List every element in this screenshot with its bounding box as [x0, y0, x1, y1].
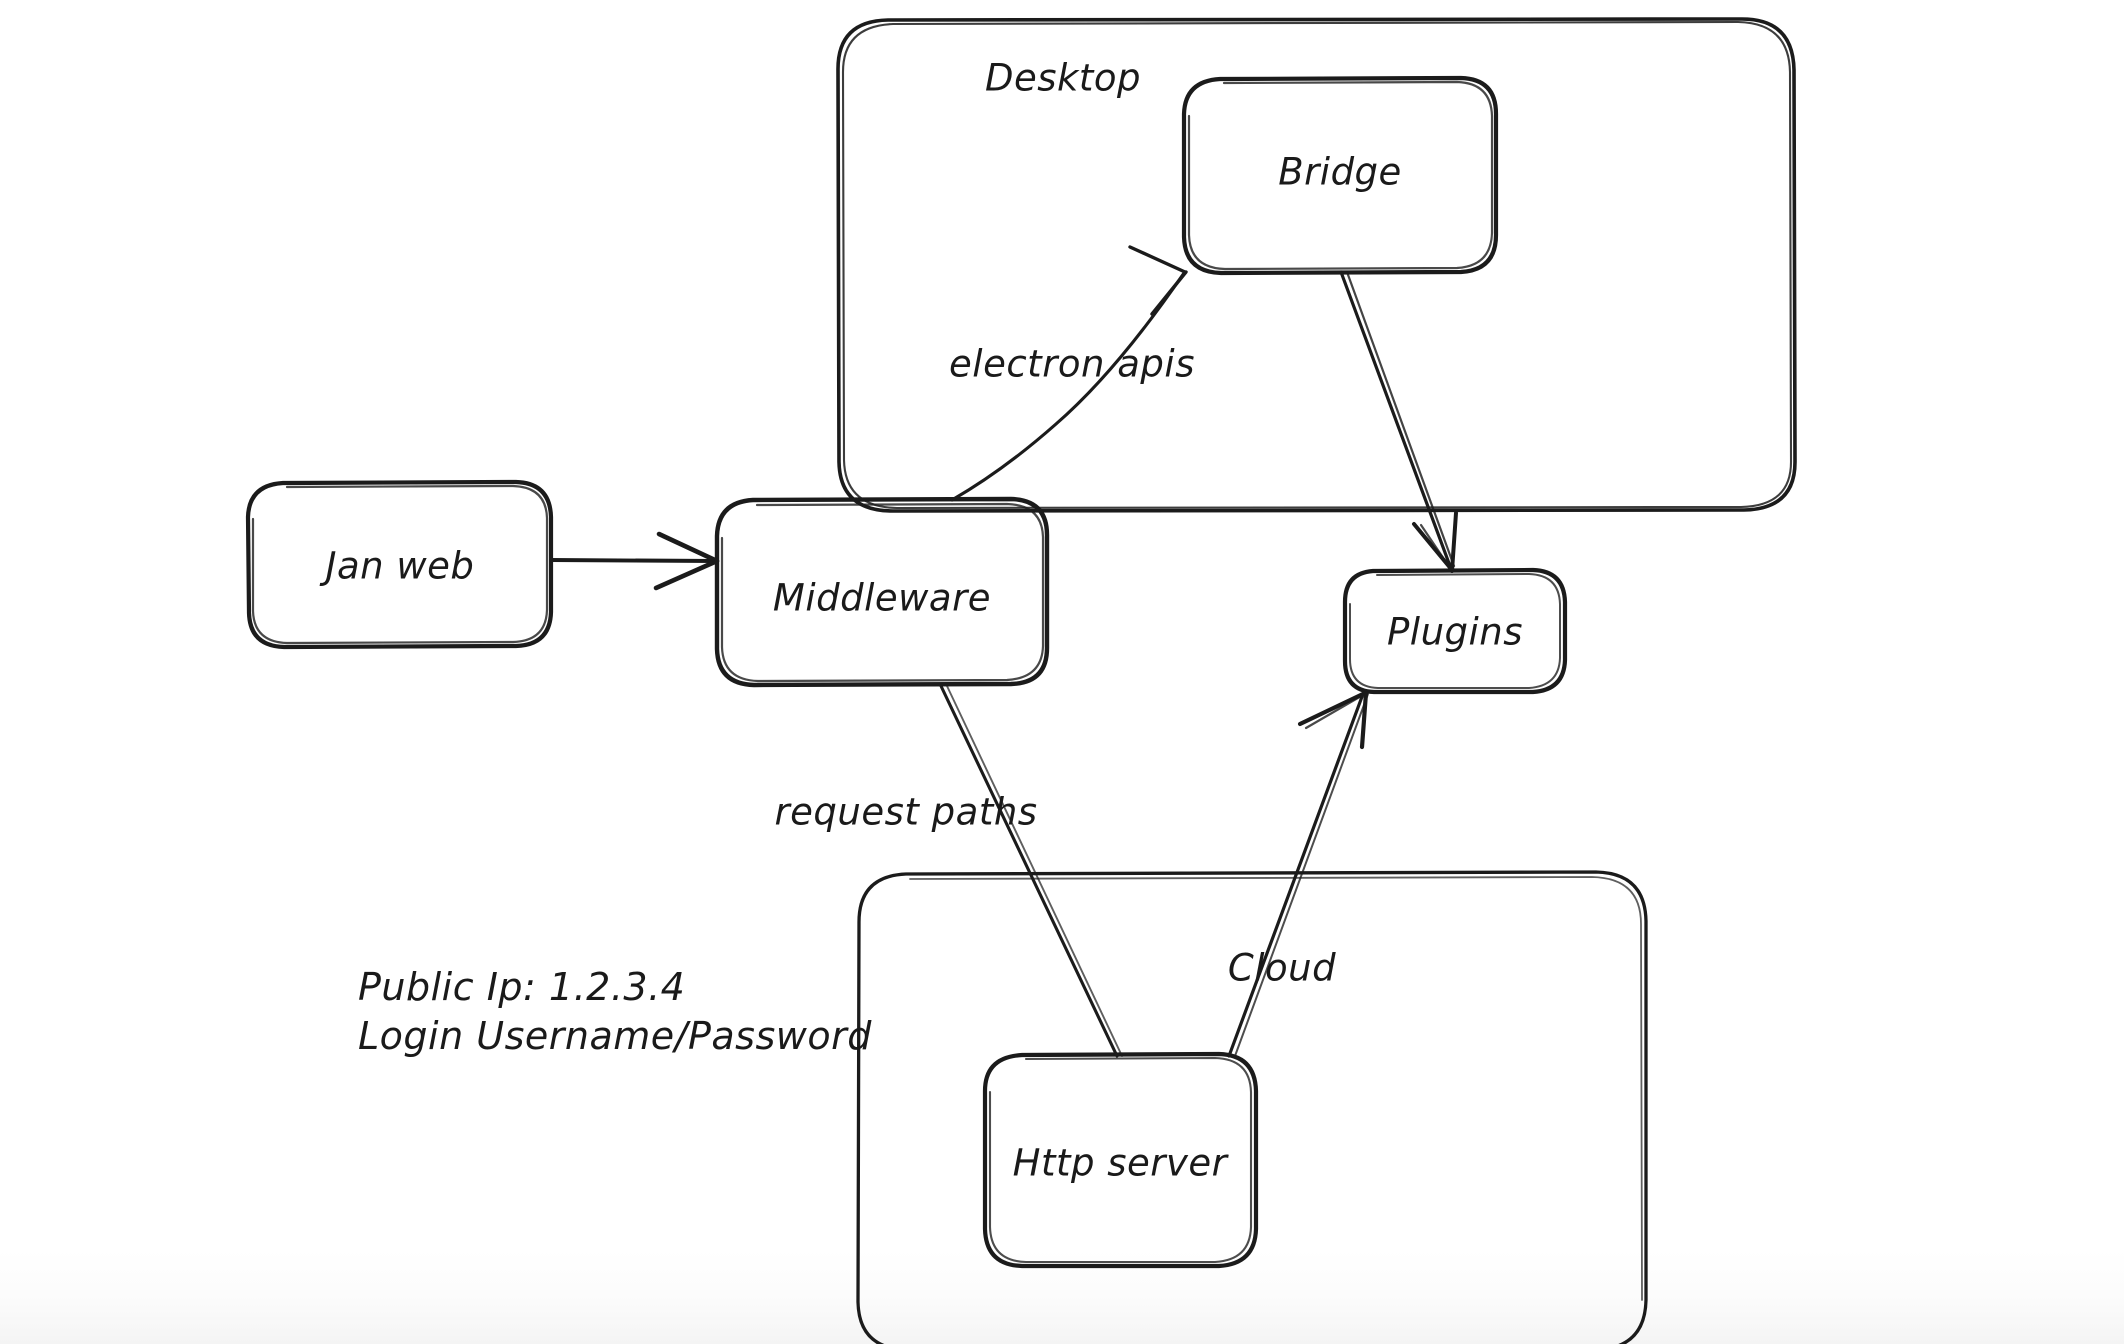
edge-label-electron-apis: electron apis — [949, 342, 1195, 386]
edge-janweb-to-middleware — [549, 531, 720, 591]
group-cloud-outline — [856, 870, 1648, 1344]
edge-middleware-to-http — [939, 684, 1123, 1058]
group-desktop-outline — [836, 17, 1797, 513]
node-jan-web-outline — [245, 479, 554, 650]
node-plugins-outline — [1342, 567, 1568, 695]
group-label-desktop: Desktop — [984, 56, 1142, 100]
group-label-cloud: Cloud — [1227, 946, 1337, 990]
node-label-plugins[interactable]: Plugins — [1386, 610, 1524, 654]
edge-middleware-to-bridge — [950, 245, 1188, 502]
note-line-public-ip: Public Ip: 1.2.3.4 — [358, 965, 686, 1009]
edge-label-request-paths: request paths — [774, 790, 1038, 834]
node-label-middleware[interactable]: Middleware — [772, 576, 992, 620]
node-http-server-outline — [982, 1051, 1259, 1269]
note-line-login: Login Username/Password — [358, 1013, 872, 1058]
edge-http-to-plugins — [1227, 690, 1369, 1058]
node-middleware-outline — [714, 496, 1050, 688]
node-label-http-server[interactable]: Http server — [1012, 1141, 1228, 1185]
edge-bridge-to-plugins — [1339, 270, 1458, 573]
node-label-jan-web[interactable]: Jan web — [325, 544, 475, 588]
cloud-credentials-note: Public Ip: 1.2.3.4 Login Username/Passwo… — [358, 963, 872, 1060]
node-label-bridge[interactable]: Bridge — [1278, 150, 1402, 194]
